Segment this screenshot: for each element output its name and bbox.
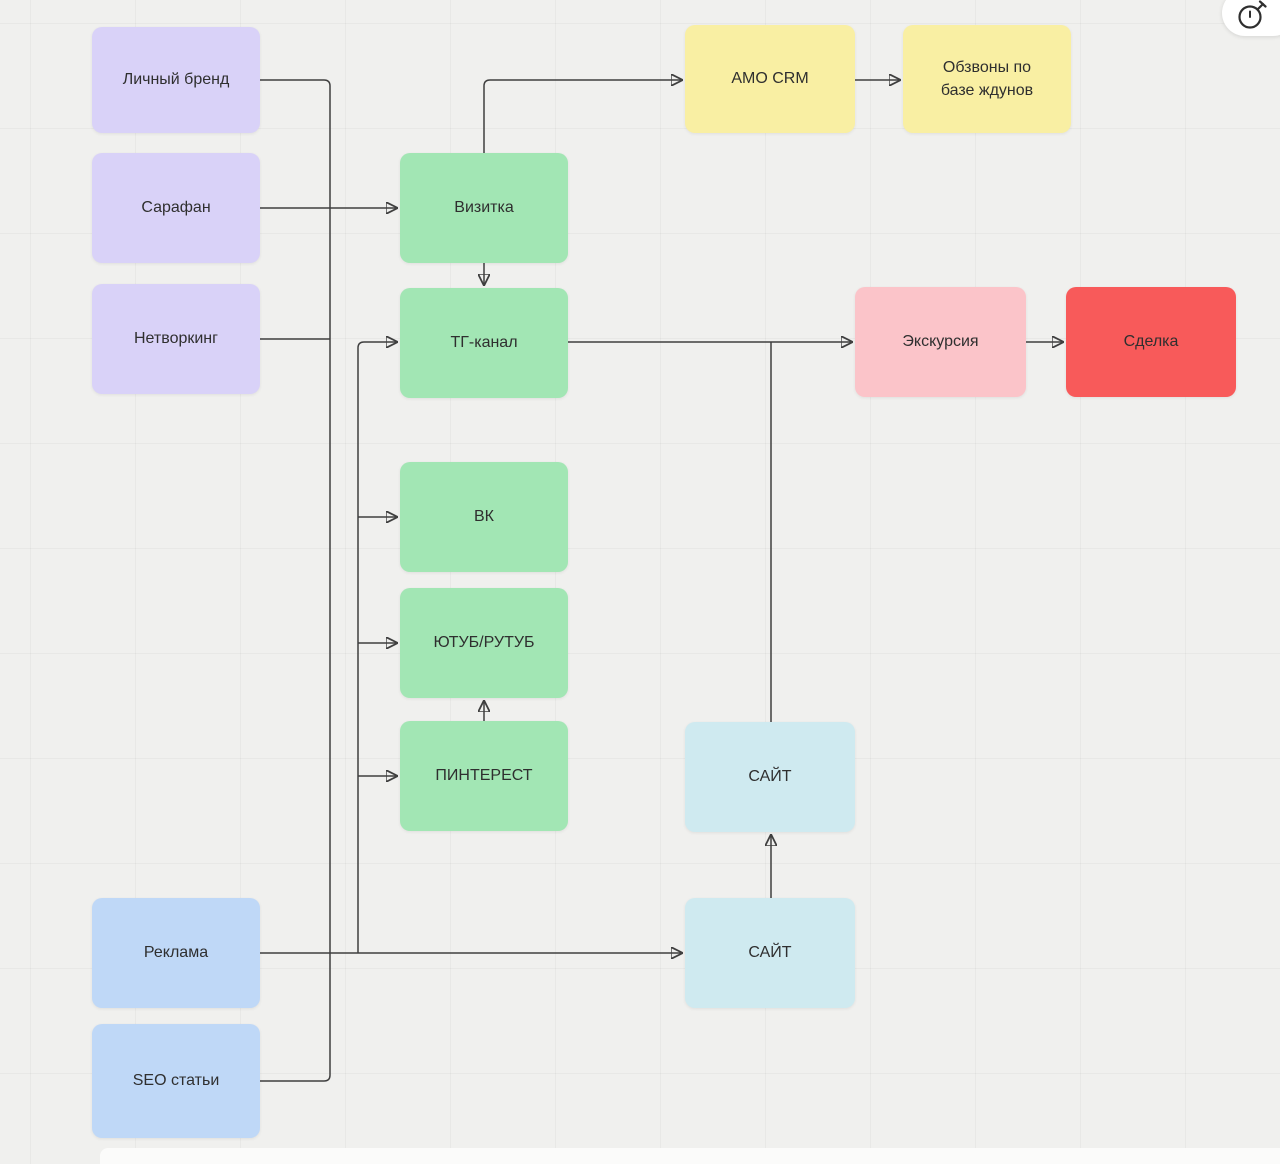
node-site-upper[interactable]: САЙТ: [685, 722, 855, 832]
node-label: Сарафан: [141, 199, 211, 217]
node-label: Реклама: [143, 944, 209, 962]
node-label: ТГ-канал: [450, 334, 518, 352]
stopwatch-icon: [1238, 0, 1267, 29]
node-label: САЙТ: [748, 944, 792, 962]
node-personal-brand[interactable]: Личный бренд: [92, 27, 260, 133]
node-label: Визитка: [454, 199, 514, 217]
node-vizitka[interactable]: Визитка: [400, 153, 568, 263]
edge-trunk-tg[interactable]: [357, 342, 396, 953]
edge-vizitka-amo[interactable]: [483, 80, 681, 153]
node-excursion[interactable]: Экскурсия: [855, 287, 1026, 397]
node-site-lower[interactable]: САЙТ: [685, 898, 855, 1008]
node-label: Нетворкинг: [134, 330, 218, 348]
node-sdelka[interactable]: Сделка: [1066, 287, 1236, 397]
node-youtube-rutube[interactable]: ЮТУБ/РУТУБ: [400, 588, 568, 698]
node-label: ЮТУБ/РУТУБ: [433, 634, 535, 652]
node-label: САЙТ: [748, 768, 792, 786]
node-vk[interactable]: ВК: [400, 462, 568, 572]
node-tg-channel[interactable]: ТГ-канал: [400, 288, 568, 398]
node-networking[interactable]: Нетворкинг: [92, 284, 260, 394]
node-label: АМО CRM: [731, 70, 809, 88]
reaction-button[interactable]: [1222, 0, 1280, 36]
node-pinterest[interactable]: ПИНТЕРЕСТ: [400, 721, 568, 831]
node-sarafan[interactable]: Сарафан: [92, 153, 260, 263]
node-seo-articles[interactable]: SEO статьи: [92, 1024, 260, 1138]
node-label: SEO статьи: [132, 1072, 220, 1090]
node-amo-crm[interactable]: АМО CRM: [685, 25, 855, 133]
edge-merge-trunk[interactable]: [260, 79, 331, 1082]
node-label: ПИНТЕРЕСТ: [435, 767, 533, 785]
node-label: Обзвоны по базе ждунов: [940, 58, 1034, 99]
node-label: ВК: [474, 508, 494, 526]
node-label: Сделка: [1123, 333, 1179, 351]
node-obzvony[interactable]: Обзвоны по базе ждунов: [903, 25, 1071, 133]
adjacent-frame-edge[interactable]: [100, 1148, 1280, 1164]
node-label: Экскурсия: [902, 333, 979, 351]
node-label: Личный бренд: [122, 71, 230, 89]
node-reklama[interactable]: Реклама: [92, 898, 260, 1008]
